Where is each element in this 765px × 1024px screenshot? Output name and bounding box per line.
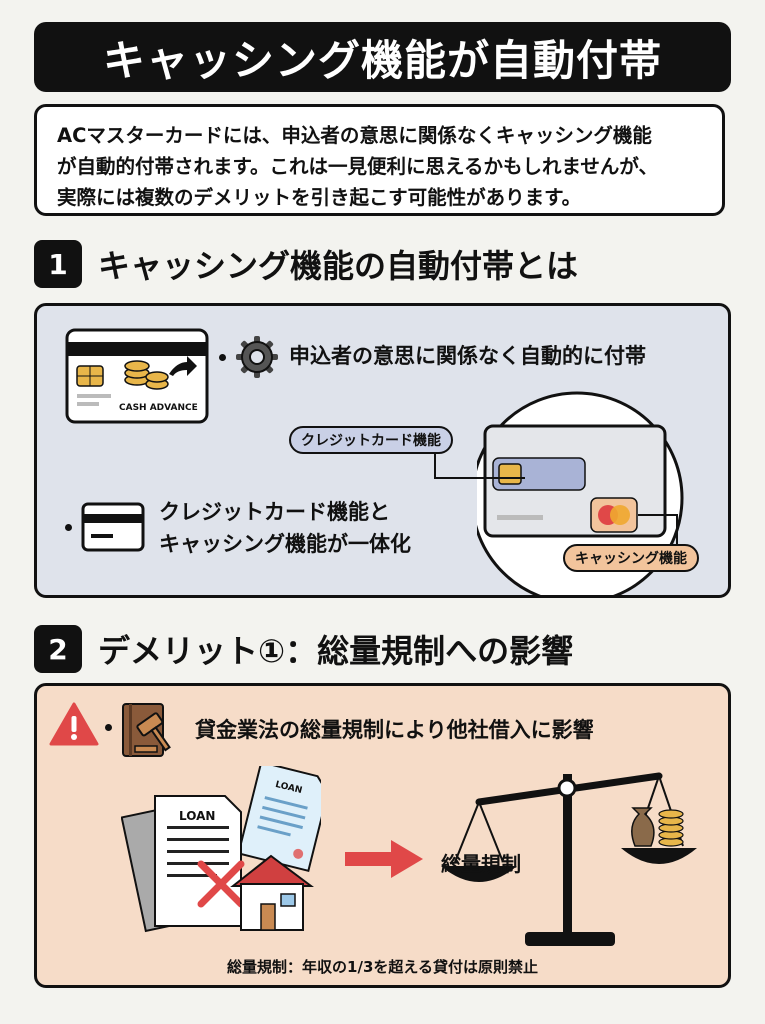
section2-number: 2 [34,625,82,673]
section2-panel: 貸金業法の総量規制により他社借入に影響 LOAN LOAN [34,683,731,988]
credit-card-icon [81,502,145,552]
card-caption: CASH ADVANCE [119,403,198,413]
intro-line: ACマスターカードには、申込者の意思に関係なくキャッシング機能 [57,124,652,147]
gear-icon [236,336,278,378]
bullet2-line1: クレジットカード機能と [159,500,390,524]
bullet-dot [105,724,112,731]
bullet1-text: 申込者の意思に関係なく自動的に付帯 [289,344,646,368]
title-banner: キャッシング機能が自動付帯 [34,22,731,92]
bullet2-line2: キャッシング機能が一体化 [159,532,411,556]
section2-heading: 2 デメリット①：総量規制への影響 [34,625,573,673]
bullet-dot [65,524,72,531]
balance-scale-illustration [441,772,697,946]
page-title: キャッシング機能が自動付帯 [102,35,662,85]
scale-label: 総量規制 [441,852,521,876]
section1-title: キャッシング機能の自動付帯とは [98,247,579,285]
loan-label: LOAN [179,809,216,823]
section1-panel: CASH ADVANCE 申込者の意思に関係なく自動的に付帯 クレジットカード機… [34,303,731,598]
warning-icon [49,702,99,746]
credit-function-tag: クレジットカード機能 [289,426,453,454]
law-book-gavel-icon [122,703,171,757]
section1-heading: 1 キャッシング機能の自動付帯とは [34,240,578,288]
intro-line: が自動的付帯されます。これは一見便利に思えるかもしれませんが、 [57,155,658,178]
bullet-dot [219,354,226,361]
cashing-function-tag: キャッシング機能 [563,544,699,572]
section2-footer-note: 総量規制：年収の1/3を超える貸付は原則禁止 [227,958,538,976]
connector-line [434,448,525,479]
intro-line: 実際には複数のデメリットを引き起こす可能性があります。 [57,186,582,209]
intro-box: ACマスターカードには、申込者の意思に関係なくキャッシング機能 が自動的付帯され… [34,104,725,216]
cash-advance-card-icon [65,328,209,424]
section2-title: デメリット①：総量規制への影響 [98,632,574,670]
section1-number: 1 [34,240,82,288]
arrow-right-icon [345,840,423,878]
section2-bullet-text: 貸金業法の総量規制により他社借入に影響 [195,718,594,742]
loan-documents-illustration [121,766,321,933]
